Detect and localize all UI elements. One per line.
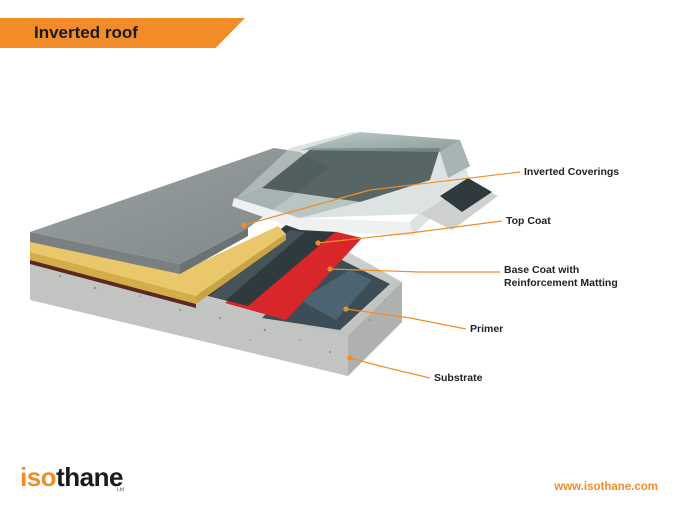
- base-coat-layer: [225, 228, 362, 320]
- insulation-layer: [30, 226, 286, 304]
- logo-suffix: Ltd: [117, 487, 124, 493]
- callout-base-coat-line2: Reinforcement Matting: [504, 277, 618, 289]
- title-banner: [0, 18, 245, 48]
- isothane-logo: isothane: [20, 462, 123, 493]
- screed-layer: [30, 148, 330, 274]
- page-title: Inverted roof: [34, 23, 138, 42]
- callout-primer: Primer: [470, 323, 504, 335]
- logo-part-a: iso: [20, 462, 57, 492]
- callout-lines: [243, 171, 521, 379]
- callout-top-coat: Top Coat: [506, 215, 551, 227]
- callout-inverted-coverings: Inverted Coverings: [524, 166, 620, 178]
- logo-part-b: thane: [56, 462, 123, 492]
- website-link[interactable]: www.isothane.com: [554, 481, 658, 493]
- callout-base-coat-line1: Base Coat with: [504, 264, 580, 276]
- callout-substrate: Substrate: [434, 372, 483, 384]
- inverted-coverings-unit: [232, 132, 498, 236]
